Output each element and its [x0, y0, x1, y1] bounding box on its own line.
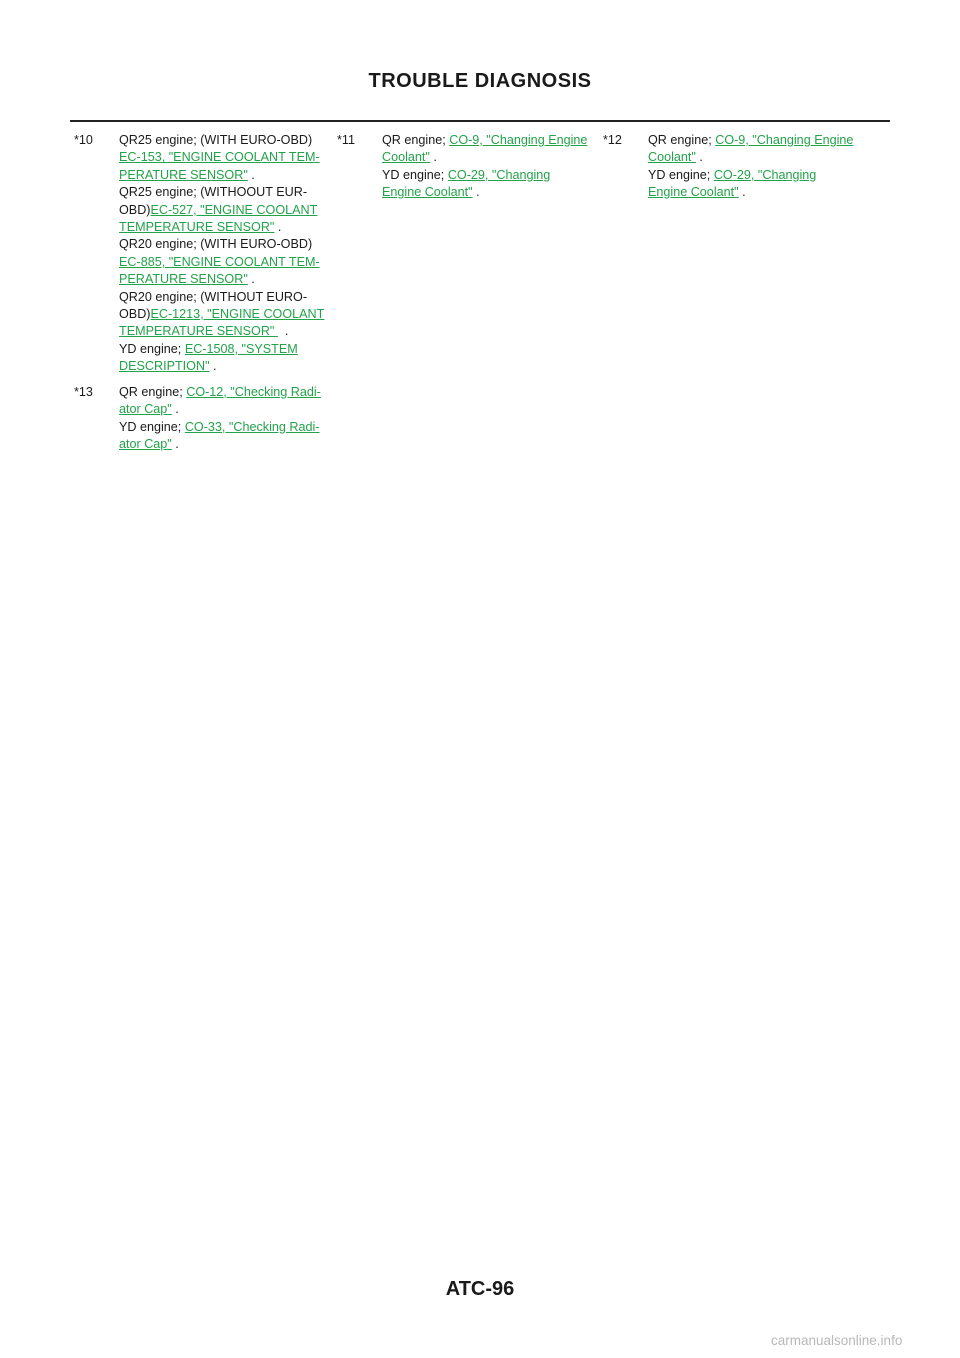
note-line: OBD) — [119, 307, 151, 322]
punct: . — [171, 436, 179, 451]
note-line: QR engine; — [648, 133, 716, 147]
notes-column-2: *11 QR engine; CO-9, "Changing Engine Co… — [337, 132, 607, 210]
co-12-link[interactable]: ator Cap" — [119, 402, 172, 417]
ec-153-link[interactable]: EC-153, "ENGINE COOLANT TEM- — [119, 150, 320, 165]
ec-527-link[interactable]: TEMPERATURE SENSOR" — [119, 220, 275, 235]
punct: . — [247, 272, 255, 287]
punct: . — [277, 324, 289, 339]
co-9-link[interactable]: Coolant" — [382, 150, 430, 165]
punct: . — [472, 185, 480, 200]
co-9-link[interactable]: CO-9, "Changing Engine — [715, 133, 854, 147]
co-9-link[interactable]: Coolant" — [648, 150, 696, 165]
punct: . — [429, 150, 437, 165]
ec-885-link[interactable]: PERATURE SENSOR" — [119, 272, 248, 287]
punct: . — [247, 167, 255, 182]
note-line: YD engine; — [119, 341, 185, 356]
ec-153-link[interactable]: PERATURE SENSOR" — [119, 167, 248, 182]
co-29-link[interactable]: CO-29, "Changing — [447, 167, 551, 182]
page-title: TROUBLE DIAGNOSIS — [368, 70, 592, 92]
notes-column-3: *12 QR engine; CO-9, "Changing Engine Co… — [603, 132, 883, 210]
note-10: *10 QR25 engine; (WITH EURO-OBD) EC-153,… — [74, 132, 354, 376]
ec-1213-link[interactable]: EC-1213, "ENGINE COOLANT — [150, 307, 325, 322]
ec-1508-link[interactable]: DESCRIPTION" — [119, 359, 210, 374]
note-number: *13 — [74, 384, 93, 399]
note-text: QR engine; CO-9, "Changing Engine Coolan… — [382, 132, 607, 202]
note-line: QR engine; — [119, 384, 187, 399]
note-13: *13 QR engine; CO-12, "Checking Radi- at… — [74, 384, 354, 454]
note-line: QR25 engine; (WITHOOUT EUR- — [119, 185, 308, 200]
header-rule — [70, 120, 890, 122]
note-text: QR25 engine; (WITH EURO-OBD) EC-153, "EN… — [119, 132, 354, 376]
note-line: QR25 engine; (WITH EURO-OBD) — [119, 133, 313, 147]
punct: . — [171, 402, 179, 417]
ec-1213-link[interactable]: TEMPERATURE SENSOR" — [119, 324, 278, 339]
ec-885-link[interactable]: EC-885, "ENGINE COOLANT TEM- — [119, 254, 320, 269]
note-number: *12 — [603, 133, 622, 147]
co-33-link[interactable]: CO-33, "Checking Radi- — [184, 419, 320, 434]
watermark: carmanualsonline.info — [771, 1333, 903, 1348]
note-number: *10 — [74, 133, 93, 147]
co-29-link[interactable]: CO-29, "Changing — [713, 167, 817, 182]
ec-1508-link[interactable]: EC-1508, "SYSTEM — [184, 341, 298, 356]
co-29-link[interactable]: Engine Coolant" — [382, 185, 473, 200]
punct: . — [274, 220, 282, 235]
note-12: *12 QR engine; CO-9, "Changing Engine Co… — [603, 132, 883, 202]
page-number: ATC-96 — [445, 1278, 515, 1300]
punct: . — [738, 185, 746, 200]
co-9-link[interactable]: CO-9, "Changing Engine — [449, 133, 588, 147]
note-line: YD engine; — [648, 167, 714, 182]
punct: . — [695, 150, 703, 165]
note-number: *11 — [337, 133, 355, 147]
note-line: QR20 engine; (WITHOUT EURO- — [119, 289, 308, 304]
note-line: YD engine; — [382, 167, 448, 182]
note-11: *11 QR engine; CO-9, "Changing Engine Co… — [337, 132, 607, 202]
co-33-link[interactable]: ator Cap" — [119, 436, 172, 451]
ec-527-link[interactable]: EC-527, "ENGINE COOLANT — [150, 202, 318, 217]
punct: . — [209, 359, 217, 374]
note-line: OBD) — [119, 202, 151, 217]
note-line: QR20 engine; (WITH EURO-OBD) — [119, 237, 313, 252]
co-12-link[interactable]: CO-12, "Checking Radi- — [186, 384, 321, 399]
note-line: QR engine; — [382, 133, 450, 147]
note-text: QR engine; CO-12, "Checking Radi- ator C… — [119, 384, 354, 454]
co-29-link[interactable]: Engine Coolant" — [648, 185, 739, 200]
note-text: QR engine; CO-9, "Changing Engine Coolan… — [648, 132, 883, 202]
notes-column-1: *10 QR25 engine; (WITH EURO-OBD) EC-153,… — [74, 132, 354, 461]
note-line: YD engine; — [119, 419, 185, 434]
